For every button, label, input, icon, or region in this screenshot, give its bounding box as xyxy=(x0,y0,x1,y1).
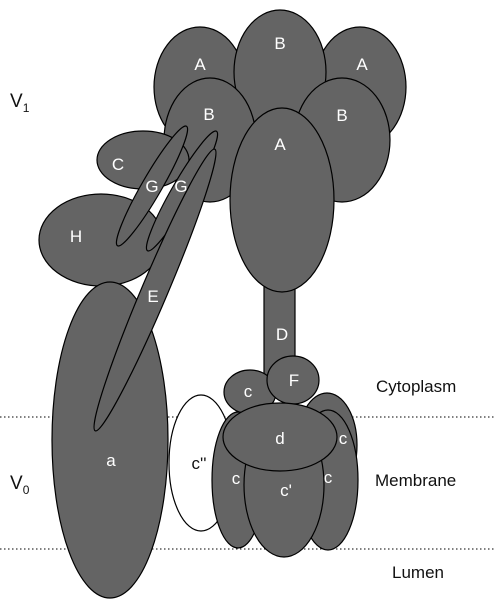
label-e: E xyxy=(147,287,158,306)
label-c-left: c xyxy=(232,469,241,488)
label-b-top: B xyxy=(274,34,285,53)
label-a-right: A xyxy=(356,55,368,74)
label-c-right-lower: c xyxy=(324,468,333,487)
label-d-upper: D xyxy=(276,325,288,344)
label-d-lower: d xyxy=(275,429,284,448)
label-h: H xyxy=(70,227,82,246)
label-c-double-prime: c'' xyxy=(192,454,207,473)
label-a-center: A xyxy=(274,135,286,154)
label-c-upper: C xyxy=(112,155,124,174)
label-a-lower: a xyxy=(106,451,116,470)
label-g-1: G xyxy=(145,177,158,196)
label-v1: V1 xyxy=(10,91,30,115)
label-b-right: B xyxy=(336,106,347,125)
label-membrane: Membrane xyxy=(375,471,456,490)
label-cytoplasm: Cytoplasm xyxy=(376,377,456,396)
label-c-top: c xyxy=(244,382,253,401)
label-b-left: B xyxy=(203,105,214,124)
label-f: F xyxy=(289,371,299,390)
label-g-2: G xyxy=(174,177,187,196)
label-v0: V0 xyxy=(10,473,30,497)
label-a-left: A xyxy=(194,55,206,74)
label-lumen: Lumen xyxy=(392,563,444,582)
label-c-prime: c' xyxy=(280,481,292,500)
label-c-right: c xyxy=(339,429,348,448)
